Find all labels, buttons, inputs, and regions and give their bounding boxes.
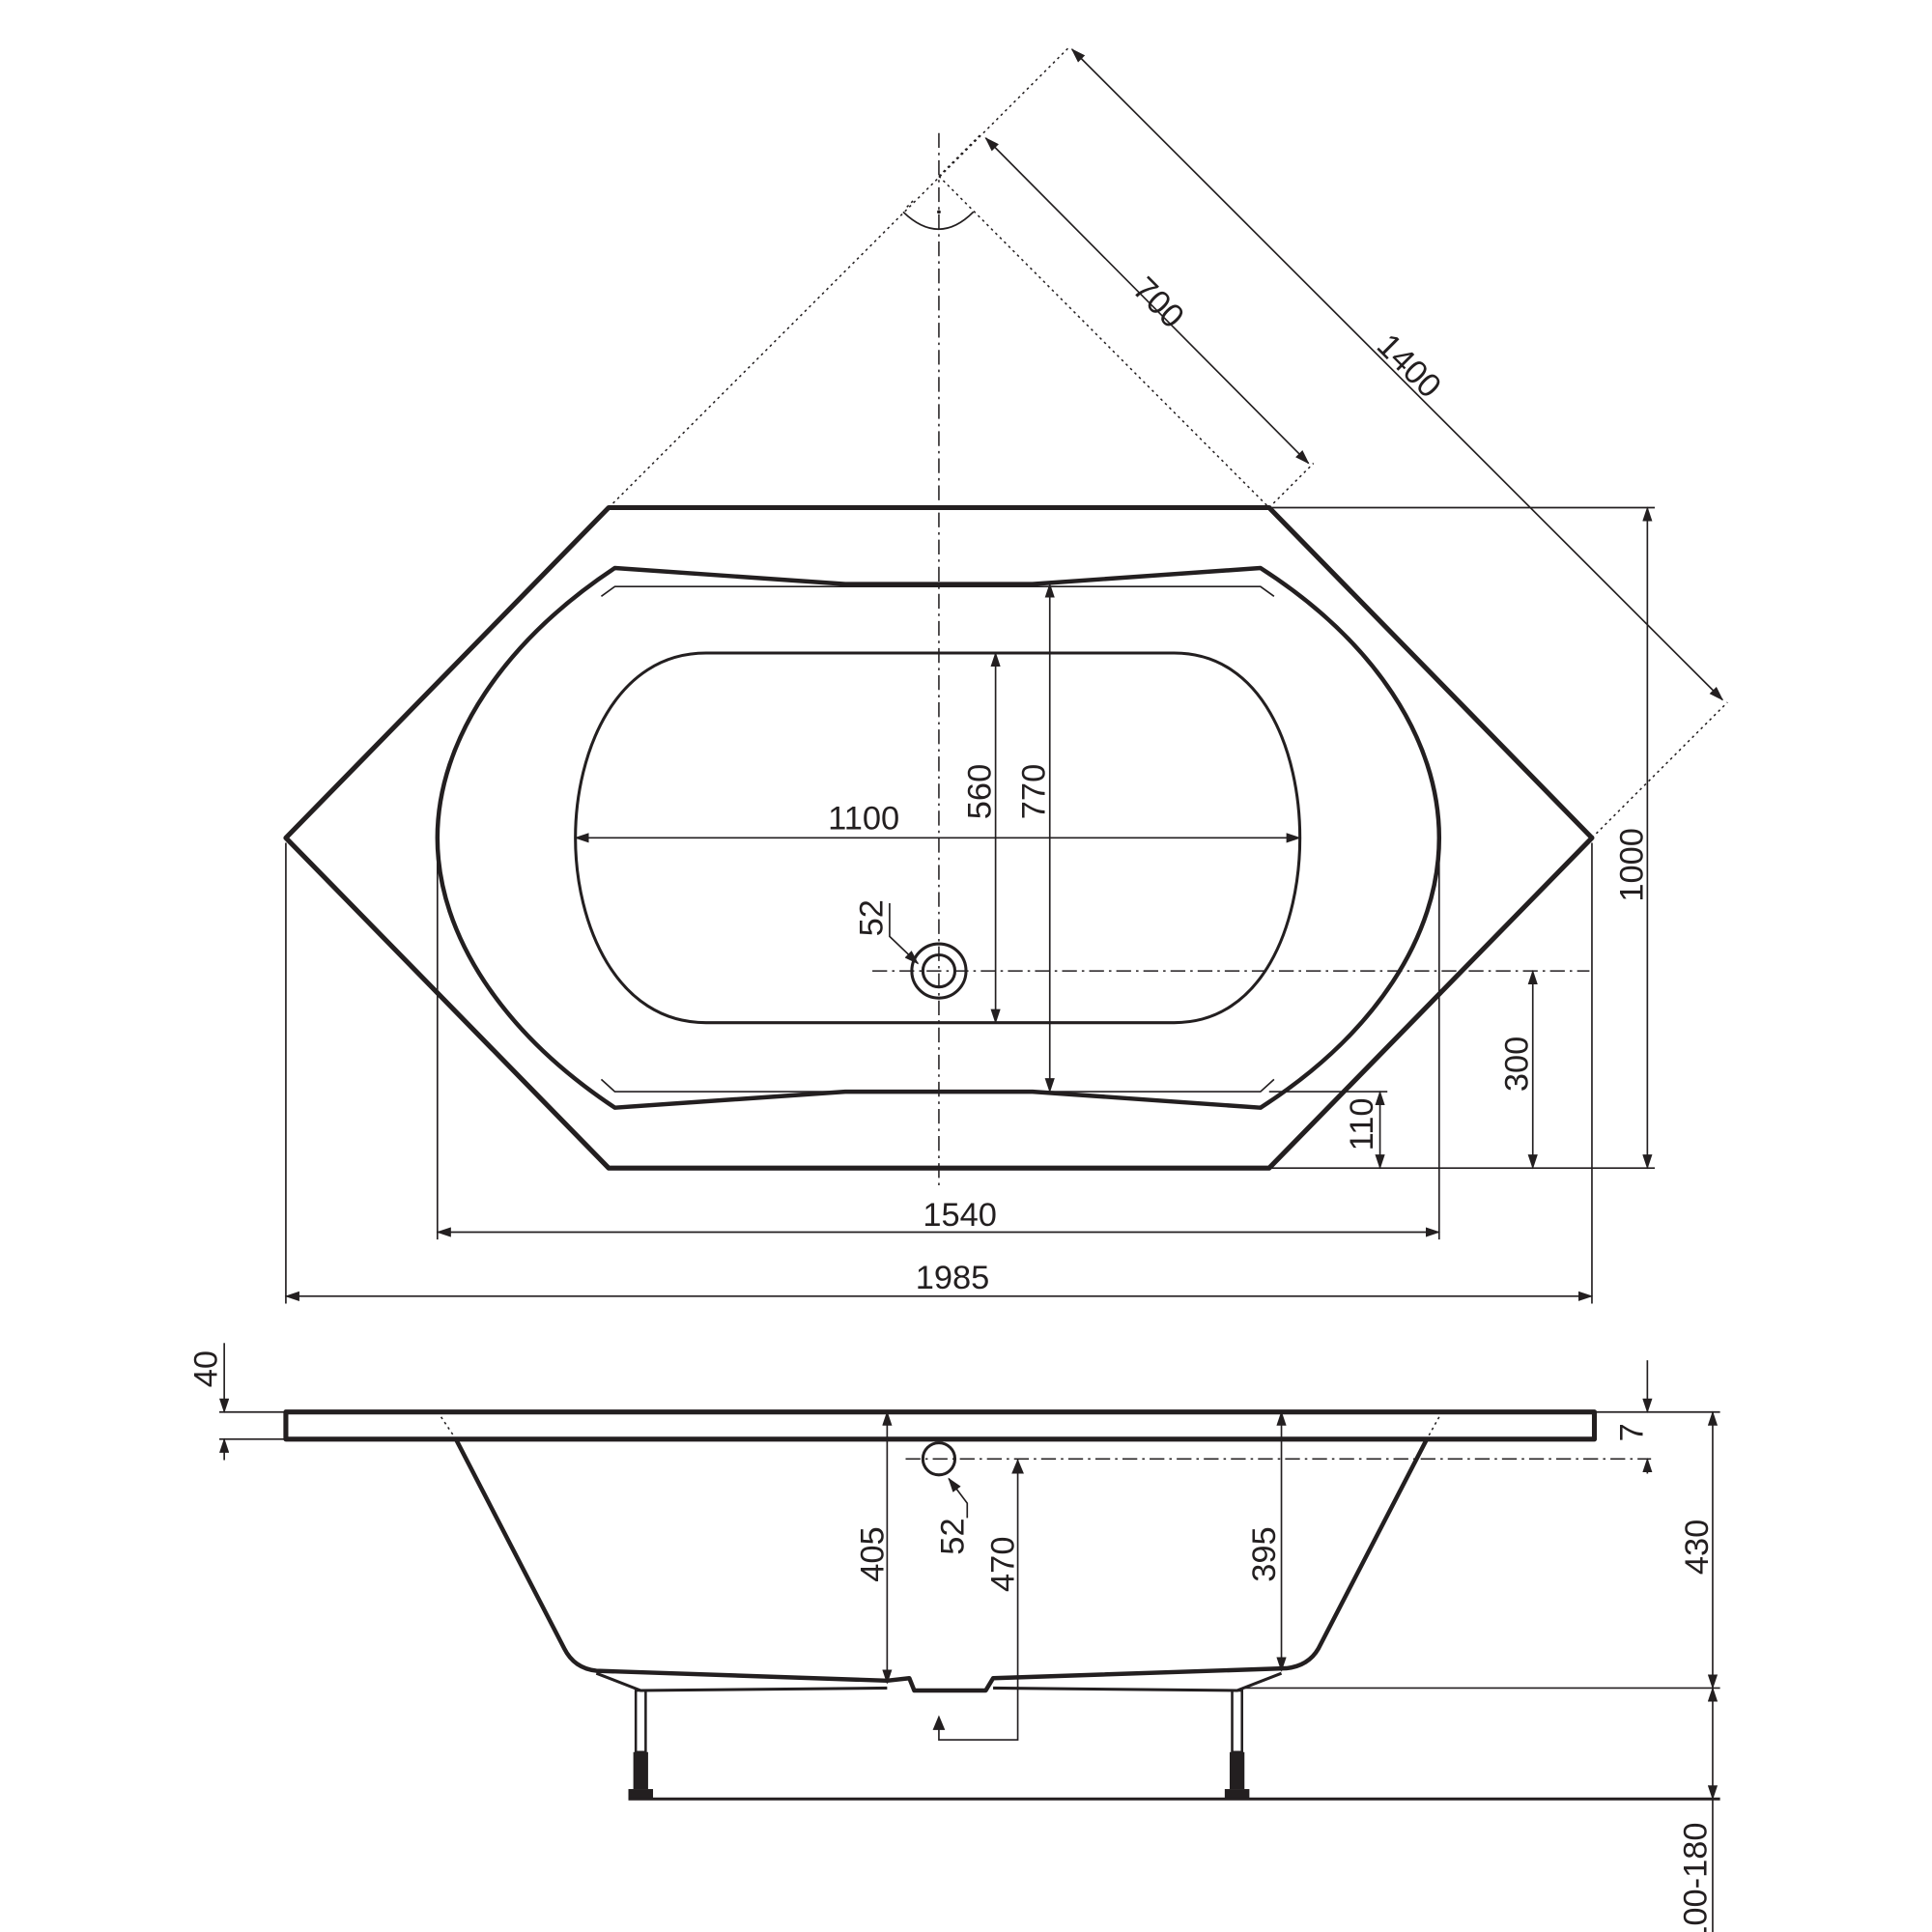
hidden-line (1426, 1416, 1440, 1440)
extension-line (938, 132, 983, 177)
dimension-line-470 (938, 1459, 1019, 1741)
dimension-line-1400 (1070, 48, 1724, 701)
side-view: 52 405 395 470 40 7 430 100-180 (187, 1343, 1720, 1932)
dim-label-395: 395 (1246, 1526, 1283, 1581)
dim-label-770: 770 (1016, 764, 1053, 819)
basin-floor-outline (574, 651, 1302, 1025)
dim-label-560: 560 (962, 764, 999, 819)
dim-label-40: 40 (187, 1350, 224, 1387)
dim-label-1540: 1540 (923, 1197, 997, 1234)
angle-arc (902, 211, 975, 231)
hidden-line (440, 1416, 457, 1440)
angle-dot (937, 210, 941, 214)
inner-ledge-bottom (600, 1078, 1275, 1093)
construction-line (608, 45, 1070, 509)
support-leg-right (1224, 1689, 1250, 1800)
dim-label-470: 470 (985, 1537, 1022, 1592)
extension-line (1591, 701, 1728, 838)
tub-body-profile (453, 1437, 1430, 1693)
construction-line (938, 175, 1270, 509)
dim-label-1000: 1000 (1613, 828, 1650, 902)
inner-basin-outline (435, 565, 1442, 1110)
dim-label-52-top: 52 (853, 899, 890, 936)
leader-52 (889, 902, 920, 965)
dim-label-1400: 1400 (1370, 327, 1448, 405)
dim-label-110: 110 (1344, 1097, 1380, 1151)
dim-label-100-180: 100-180 (1678, 1822, 1715, 1932)
inner-ledge-top (600, 585, 1275, 598)
rim-profile (283, 1409, 1598, 1442)
dim-label-7: 7 (1613, 1423, 1650, 1441)
dim-label-405: 405 (855, 1526, 892, 1581)
construction-line (906, 199, 915, 208)
dim-label-700: 700 (1125, 270, 1190, 335)
leader-52-side (948, 1477, 969, 1519)
dim-label-300: 300 (1499, 1037, 1536, 1092)
top-view: 700 1400 1100 560 770 52 1000 300 110 15… (283, 45, 1728, 1304)
dim-label-52-side: 52 (934, 1518, 971, 1554)
dim-label-430: 430 (1679, 1520, 1716, 1575)
dim-label-1985: 1985 (916, 1260, 990, 1296)
support-leg-left (628, 1689, 654, 1800)
extension-line (1268, 463, 1315, 509)
dim-label-1100: 1100 (828, 800, 899, 837)
